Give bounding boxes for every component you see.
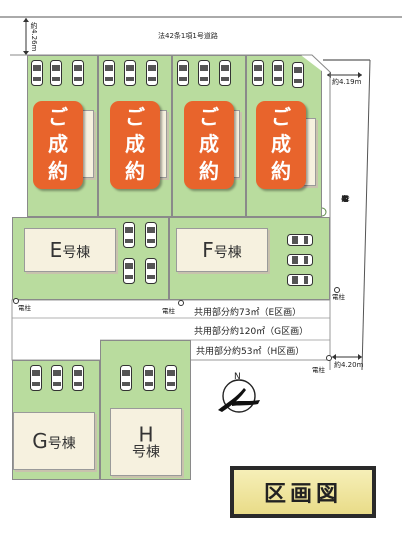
car-icon (145, 222, 157, 248)
building-e-letter: E (49, 237, 63, 262)
car-icon (252, 60, 264, 86)
utility-pole-4: 電柱 (312, 366, 325, 374)
building-e-suffix: 号棟 (62, 244, 91, 261)
pole-dot-2 (178, 300, 184, 306)
utility-pole-2: 電柱 (162, 307, 175, 315)
car-icon (287, 254, 313, 266)
dimension-top-left: 約4.26m (30, 22, 38, 52)
utility-pole-1: 電柱 (18, 304, 31, 312)
car-icon (72, 365, 84, 391)
building-f-letter: F (202, 237, 214, 262)
site-plan-label: 区画図 (234, 470, 372, 514)
car-icon (72, 60, 84, 86)
building-g-letter: G (32, 428, 48, 453)
car-icon (177, 60, 189, 86)
car-icon (165, 365, 177, 391)
common-area-h: 共用部分約53㎡（H区画） (196, 347, 305, 357)
building-f-suffix: 号棟 (213, 244, 242, 261)
car-icon (272, 60, 284, 86)
sold-badge-c: ご 成 約 (184, 101, 234, 189)
car-icon (287, 234, 313, 246)
car-icon (292, 62, 304, 88)
site-plan-button[interactable]: 区画図 (230, 466, 376, 518)
car-icon (123, 258, 135, 284)
car-icon (198, 60, 210, 86)
car-icon (103, 60, 115, 86)
car-icon (51, 365, 63, 391)
north-compass: N (214, 372, 264, 418)
compass-north-label: N (234, 372, 241, 382)
building-h-letter: H (138, 422, 154, 447)
building-g-suffix: 号棟 (47, 435, 76, 452)
car-icon (30, 365, 42, 391)
car-icon (120, 365, 132, 391)
car-icon (287, 274, 313, 286)
building-h-suffix: 号棟 (132, 444, 160, 461)
sold-badge-b: ご 成 約 (110, 101, 160, 189)
sold-badge-d: ご 成 約 (256, 101, 306, 189)
house-g[interactable]: G号棟 (13, 412, 95, 470)
car-icon (143, 365, 155, 391)
car-icon (219, 60, 231, 86)
utility-pole-3: 電柱 (332, 293, 345, 301)
house-e[interactable]: E号棟 (24, 228, 116, 272)
car-icon (124, 60, 136, 86)
car-icon (123, 222, 135, 248)
house-f[interactable]: F号棟 (176, 228, 268, 272)
car-icon (145, 258, 157, 284)
sold-badge-a: ご 成 約 (33, 101, 83, 189)
dimension-top-right: 約4.19m (332, 78, 362, 86)
pole-dot-3 (334, 287, 340, 293)
pole-dot-4 (326, 355, 332, 361)
car-icon (50, 60, 62, 86)
house-h[interactable]: H 号棟 (110, 408, 182, 476)
dimension-bottom-right: 約4.20m (334, 361, 364, 369)
car-icon (31, 60, 43, 86)
north-road-label: 法42条1項1号道路 (158, 32, 218, 40)
common-area-e: 共用部分約73㎡（E区画） (194, 308, 302, 318)
common-area-g: 共用部分約120㎡（G区画） (194, 327, 309, 337)
car-icon (146, 60, 158, 86)
compass-icon (218, 379, 260, 413)
pole-dot-1 (13, 298, 19, 304)
